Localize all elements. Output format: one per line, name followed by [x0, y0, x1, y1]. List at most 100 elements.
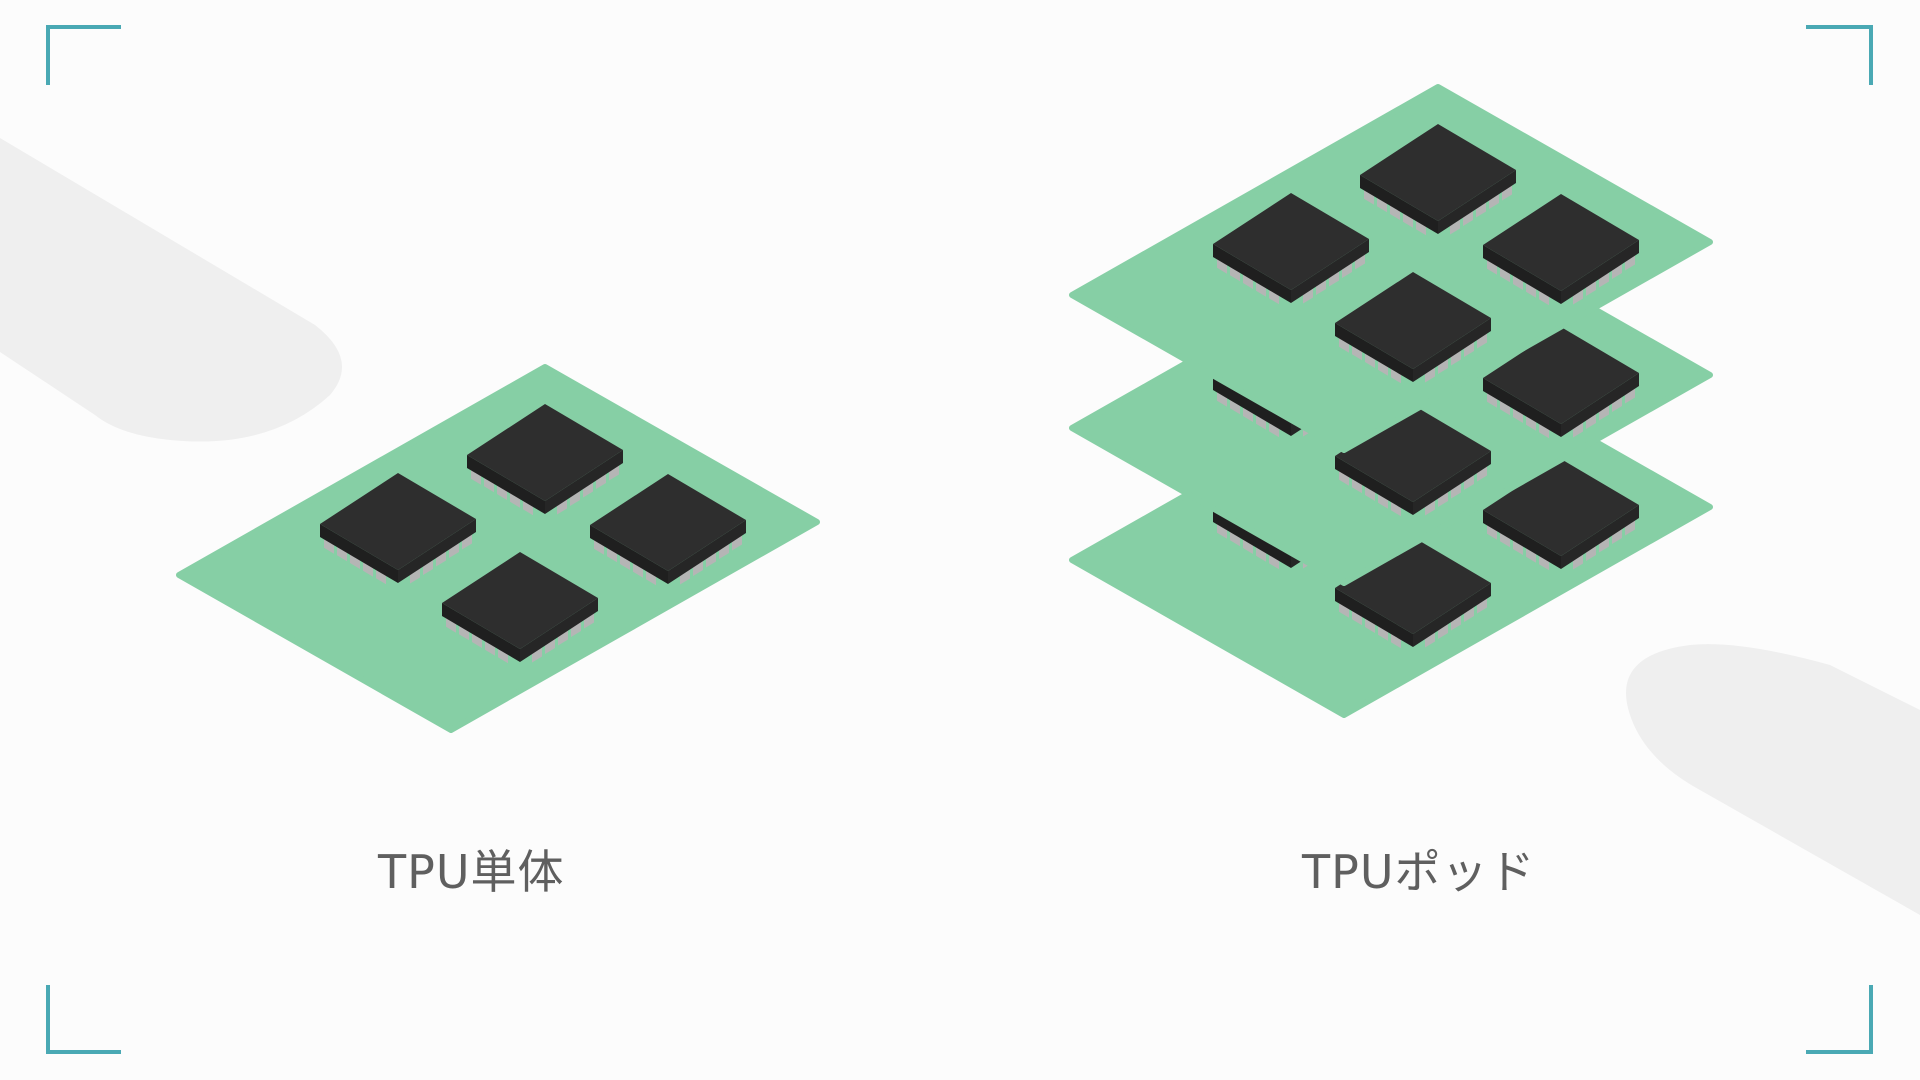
- chip-pin: [1438, 358, 1448, 374]
- chip-pin: [1365, 352, 1375, 368]
- chip-pin: [1599, 271, 1609, 288]
- chip-side: [590, 525, 668, 584]
- chip-pin: [446, 616, 456, 633]
- background-decoration: [0, 138, 1920, 915]
- chip-pin: [1390, 204, 1400, 220]
- chip-pin: [1342, 262, 1352, 278]
- chip-side: [442, 603, 520, 662]
- chip-pin: [1303, 287, 1313, 304]
- chip-side: [1335, 588, 1413, 647]
- chip-side: [1413, 583, 1491, 647]
- chip-top: [590, 474, 746, 571]
- chip-side: [1483, 245, 1561, 304]
- chip-pin: [1513, 407, 1523, 423]
- chip-pin: [1464, 474, 1474, 490]
- chip-pin: [462, 533, 472, 550]
- chip-pin: [1230, 530, 1240, 547]
- chip-side: [398, 519, 476, 583]
- chip-pin: [1217, 522, 1227, 539]
- chip-pin: [523, 499, 533, 516]
- chip-pin: [1425, 631, 1435, 648]
- chip-side: [1483, 378, 1561, 437]
- chip-pin: [449, 542, 459, 558]
- chip-pin: [693, 560, 703, 576]
- chip-side: [1213, 244, 1291, 303]
- tpu-chip: [1483, 459, 1639, 571]
- tpu-chip: [1483, 194, 1639, 306]
- chip-pin: [1352, 344, 1362, 361]
- chip-pin: [510, 491, 520, 508]
- tpu-chip: [1335, 272, 1491, 384]
- chip-pin: [1573, 288, 1583, 305]
- tpu-pod-illustration: [1069, 84, 1713, 718]
- chip-pin: [1599, 536, 1609, 553]
- chip-pin: [1217, 257, 1227, 274]
- chip-side: [1413, 451, 1491, 515]
- chip-pin: [471, 468, 481, 485]
- chip-top: [1213, 193, 1369, 290]
- chip-pin: [1230, 398, 1240, 415]
- corner-bracket-top-left: [46, 25, 121, 85]
- chip-pin: [436, 550, 446, 567]
- chip-side: [1483, 510, 1561, 569]
- chip-pin: [497, 484, 507, 500]
- chip-pin: [459, 624, 469, 641]
- chip-pin: [1464, 606, 1474, 622]
- chip-top: [1483, 194, 1639, 291]
- chip-pin: [1487, 523, 1497, 540]
- chip-pin: [1403, 211, 1413, 228]
- chip-pin: [1539, 554, 1549, 571]
- chip-pin: [324, 537, 334, 554]
- chip-pin: [1612, 396, 1622, 412]
- chip-side: [1561, 373, 1639, 437]
- corner-bracket-bottom-right: [1806, 985, 1873, 1054]
- chip-pin: [1625, 519, 1635, 536]
- chip-pin: [1526, 281, 1536, 298]
- chip-pin: [1500, 266, 1510, 283]
- decor-band-right: [1626, 644, 1920, 915]
- decor-band-left: [0, 138, 342, 442]
- chip-pin: [1352, 609, 1362, 626]
- chip-pin: [1339, 601, 1349, 618]
- chip-pin: [1586, 280, 1596, 296]
- corner-brackets: [46, 25, 1873, 1054]
- chip-side: [1335, 456, 1413, 515]
- chip-pin: [719, 543, 729, 559]
- chip-pin: [1451, 349, 1461, 366]
- chip-pin: [1586, 413, 1596, 429]
- chip-pin: [1339, 336, 1349, 353]
- chip-pin: [376, 568, 386, 585]
- tpu-chip: [467, 404, 623, 516]
- chip-side: [320, 524, 398, 583]
- chip-pin: [1438, 623, 1448, 639]
- chip-side: [1335, 323, 1413, 382]
- chip-pin: [706, 551, 716, 568]
- chip-pin: [1513, 274, 1523, 290]
- chip-pin: [1243, 273, 1253, 289]
- chip-pin: [1391, 500, 1401, 517]
- chip-pin: [1425, 366, 1435, 383]
- corner-bracket-top-right: [1806, 25, 1873, 85]
- chip-top: [1335, 537, 1491, 634]
- chip-pin: [1463, 210, 1473, 226]
- chip-pin: [609, 464, 619, 481]
- chip-pin: [337, 545, 347, 562]
- chip-pin: [571, 621, 581, 637]
- circuit-board: [176, 364, 820, 733]
- chip-pin: [472, 632, 482, 648]
- chip-top: [1335, 272, 1491, 369]
- chip-pin: [1500, 399, 1510, 416]
- chip-pin: [558, 629, 568, 646]
- chip-pin: [1477, 332, 1487, 349]
- chip-pin: [1243, 406, 1253, 422]
- chip-pin: [1329, 270, 1339, 287]
- corner-bracket-bottom-left: [46, 985, 121, 1054]
- tpu-board: [176, 364, 820, 733]
- chip-pin: [584, 612, 594, 629]
- chip-side: [1438, 170, 1516, 234]
- chip-pin: [1377, 196, 1387, 213]
- tpu-chip: [1483, 327, 1639, 439]
- tpu-chip: [1360, 124, 1516, 236]
- chip-pin: [1599, 404, 1609, 421]
